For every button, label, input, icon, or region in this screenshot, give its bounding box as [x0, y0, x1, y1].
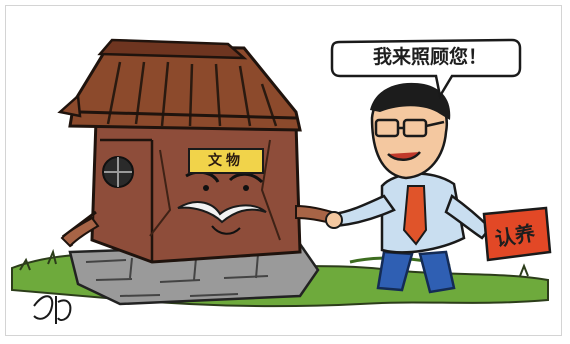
- plaque-text: 文物: [208, 153, 244, 169]
- speech-bubble-icon: [330, 38, 522, 100]
- speech-bubble-text: 我来照顾您！: [372, 46, 487, 68]
- temple: [60, 118, 340, 264]
- flag: [482, 206, 552, 262]
- plaque: [188, 148, 264, 174]
- man: [325, 82, 492, 294]
- roof: [57, 38, 302, 132]
- signature-icon: [33, 295, 72, 324]
